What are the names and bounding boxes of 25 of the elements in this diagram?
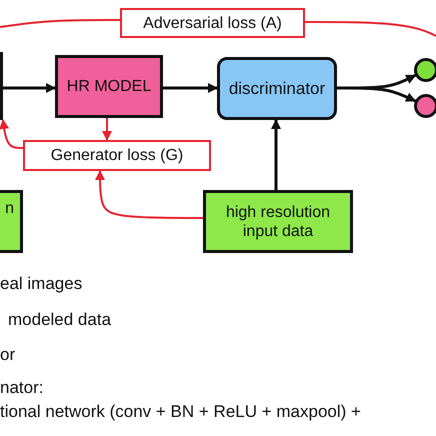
note-text: eal images (0, 274, 82, 294)
node-label: HR MODEL (66, 77, 152, 96)
note-text: or (0, 345, 16, 365)
note-text: tional network (conv + BN + ReLU + maxpool) + (0, 402, 361, 422)
node-label: Adversarial loss (A) (143, 14, 282, 32)
output-circle (414, 58, 436, 82)
note-text: modeled data (8, 310, 112, 330)
arrow (3, 83, 56, 93)
note-text: nator: (0, 378, 44, 398)
process-box (217, 57, 337, 120)
arrow (0, 119, 23, 149)
arrow (102, 118, 112, 141)
arrow (163, 83, 218, 93)
loss-box (120, 8, 305, 38)
arrow (271, 119, 281, 190)
node-label: high resolution input data (224, 202, 332, 240)
node-label: Generator loss (G) (50, 146, 184, 165)
output-circle (414, 94, 436, 118)
input-box (203, 190, 353, 253)
process-box (55, 55, 163, 118)
node-label: discriminator (228, 79, 326, 98)
arrow (95, 170, 203, 219)
loss-box (23, 140, 211, 171)
node-label: n (5, 199, 14, 218)
arrow (337, 86, 416, 102)
